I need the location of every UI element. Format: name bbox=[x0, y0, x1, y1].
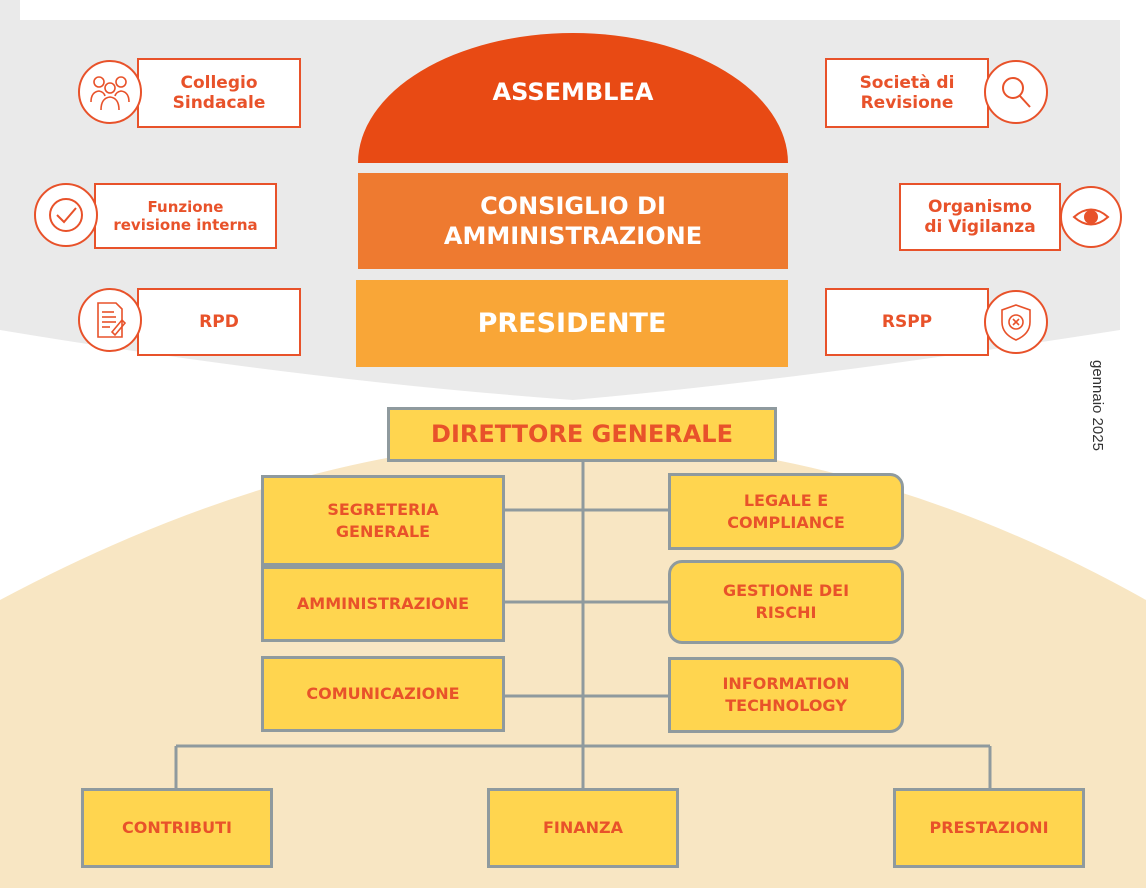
rpd-label: RPD bbox=[199, 311, 239, 332]
consiglio-block: CONSIGLIO DI AMMINISTRAZIONE bbox=[358, 173, 788, 269]
date-label: gennaio 2025 bbox=[1089, 360, 1106, 451]
contributi-box: CONTRIBUTI bbox=[81, 788, 273, 868]
presidente-label: PRESIDENTE bbox=[477, 307, 667, 339]
amministrazione-box: AMMINISTRAZIONE bbox=[261, 566, 505, 642]
finanza-label: FINANZA bbox=[542, 818, 624, 838]
rspp-label: RSPP bbox=[881, 311, 933, 332]
segreteria-generale-box: SEGRETERIA GENERALE bbox=[261, 475, 505, 566]
check-icon bbox=[34, 183, 98, 247]
finanza-box: FINANZA bbox=[487, 788, 679, 868]
collegio-sindacale-label: Collegio Sindacale bbox=[172, 72, 266, 113]
consiglio-label: CONSIGLIO DI AMMINISTRAZIONE bbox=[443, 192, 703, 250]
prestazioni-label: PRESTAZIONI bbox=[929, 818, 1049, 838]
collegio-sindacale-box: Collegio Sindacale bbox=[137, 58, 301, 128]
legale-compliance-box: LEGALE E COMPLIANCE bbox=[668, 473, 904, 550]
group-icon bbox=[78, 60, 142, 124]
shield-icon bbox=[984, 290, 1048, 354]
societa-revisione-label: Società di Revisione bbox=[859, 72, 955, 113]
prestazioni-box: PRESTAZIONI bbox=[893, 788, 1085, 868]
legale-compliance-label: LEGALE E COMPLIANCE bbox=[727, 490, 845, 532]
comunicazione-box: COMUNICAZIONE bbox=[261, 656, 505, 732]
assemblea-label: ASSEMBLEA bbox=[492, 78, 654, 106]
rspp-box: RSPP bbox=[825, 288, 989, 356]
presidente-block: PRESIDENTE bbox=[356, 280, 788, 367]
magnifier-icon bbox=[984, 60, 1048, 124]
funzione-revisione-box: Funzione revisione interna bbox=[94, 183, 277, 249]
eye-icon bbox=[1060, 186, 1122, 248]
information-technology-box: INFORMATION TECHNOLOGY bbox=[668, 657, 904, 733]
organismo-vigilanza-box: Organismo di Vigilanza bbox=[899, 183, 1061, 251]
direttore-generale-box: DIRETTORE GENERALE bbox=[387, 407, 777, 462]
contributi-label: CONTRIBUTI bbox=[122, 818, 232, 838]
org-connectors bbox=[174, 460, 992, 790]
document-icon bbox=[78, 288, 142, 352]
gestione-rischi-box: GESTIONE DEI RISCHI bbox=[668, 560, 904, 644]
comunicazione-label: COMUNICAZIONE bbox=[306, 684, 460, 704]
information-technology-label: INFORMATION TECHNOLOGY bbox=[722, 674, 850, 715]
amministrazione-label: AMMINISTRAZIONE bbox=[296, 594, 470, 614]
organismo-vigilanza-label: Organismo di Vigilanza bbox=[924, 196, 1036, 237]
societa-revisione-box: Società di Revisione bbox=[825, 58, 989, 128]
gestione-rischi-label: GESTIONE DEI RISCHI bbox=[722, 581, 850, 622]
funzione-revisione-label: Funzione revisione interna bbox=[113, 198, 258, 234]
segreteria-generale-label: SEGRETERIA GENERALE bbox=[327, 499, 439, 541]
direttore-generale-label: DIRETTORE GENERALE bbox=[431, 420, 733, 449]
rpd-box: RPD bbox=[137, 288, 301, 356]
